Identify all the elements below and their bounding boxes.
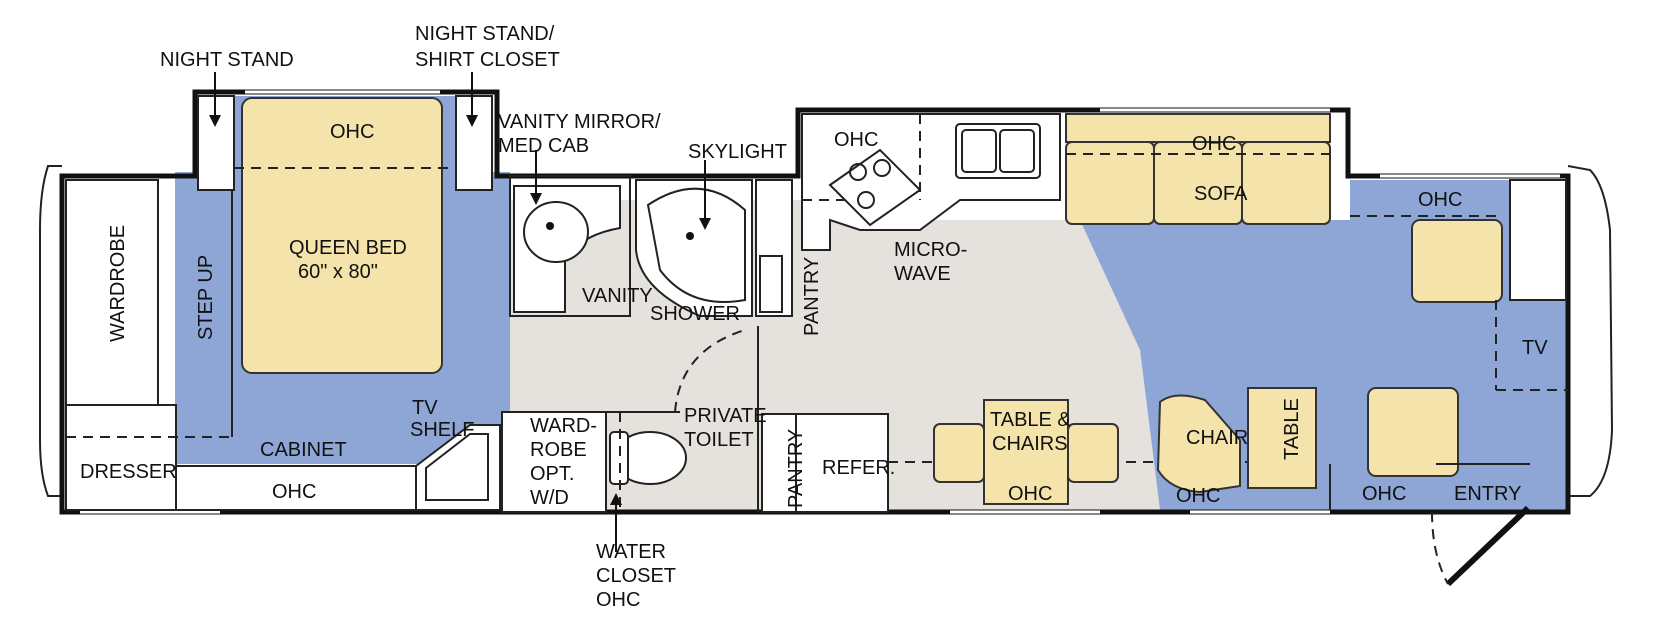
kitchen-ohc-label: OHC [834,129,878,151]
shower [635,179,753,317]
dining-chair [933,423,985,483]
refer-label: REFER. [822,457,895,479]
stove [828,148,922,227]
bath-wall [509,175,631,317]
vanity-mirror-label-2: MED CAB [498,135,589,157]
table-chairs-label-1: TABLE & [990,409,1071,431]
sink-basin-left [961,129,997,173]
tv-cabinet [1509,179,1567,301]
front-cap [39,165,62,497]
queen-bed [241,97,443,374]
table-label: TABLE [1281,398,1303,460]
sofa-label: SOFA [1194,183,1248,205]
sofa-back [1065,113,1331,143]
burner [857,191,875,209]
burner [873,159,891,177]
wardrobe [65,179,159,406]
skylight-label: SKYLIGHT [688,141,787,163]
water-closet-label-2: CLOSET [596,565,676,587]
night-stand-shirt-label-1: NIGHT STAND/ [415,23,555,45]
sink-basin-right [999,129,1035,173]
wardrobe-opt-label-3: OPT. [530,463,574,485]
lower-pantry-label: PANTRY [785,429,807,508]
sofa-cushion [1241,141,1331,225]
outer-wall [59,89,1571,515]
upper-pantry [755,179,793,317]
private-toilet-label-2: TOILET [684,429,754,451]
dining-chair [1067,423,1119,483]
step-up-label: STEP UP [195,255,217,340]
water-closet-label-1: WATER [596,541,666,563]
bed-ohc-label: OHC [330,121,374,143]
microwave-label-1: MICRO- [894,239,967,261]
vanity-mirror-arrowhead [530,193,542,205]
side-table [1247,387,1317,489]
entry-door-swing [1431,511,1449,585]
sink-drain [546,222,554,230]
chair-label: CHAIR [1186,427,1248,449]
water-closet-arrowhead [610,493,622,505]
tv-shelf-label-2: SHELF [410,419,474,441]
wardrobe-opt-label-1: WARD- [530,415,597,437]
skylight-arrowhead [699,218,711,230]
cabinet-label: CABINET [260,439,347,461]
tv-shelf [415,424,501,511]
recliner-rear [1411,219,1503,303]
shower-tray [646,187,746,303]
wardrobe-opt-label-2: ROBE [530,439,587,461]
night-stand-arrowhead [209,115,221,127]
wardrobe-opt-label-4: W/D [530,487,569,509]
shower-label: SHOWER [650,303,740,325]
vanity-sink [523,201,589,263]
toilet-door-swing [674,329,746,413]
upper-pantry-inner [759,255,783,313]
queen-bed-label-2: 60" x 80" [298,261,378,283]
toilet-tank [609,431,629,485]
queen-bed-label-1: QUEEN BED [289,237,407,259]
shower-drain [686,232,694,240]
vanity-label: VANITY [582,285,653,307]
chair [1156,394,1241,494]
chair-ohc-label: OHC [1176,485,1220,507]
wardrobe-label: WARDROBE [107,225,129,342]
night-stand-label: NIGHT STAND [160,49,294,71]
private-toilet-label-1: PRIVATE [684,405,767,427]
night-stand-shirt-arrowhead [466,115,478,127]
night-stand-shirt-closet [455,95,493,191]
microwave-label-2: WAVE [894,263,951,285]
sofa-ohc-label: OHC [1192,133,1236,155]
entry-label: ENTRY [1454,483,1521,505]
recliner-front [1367,387,1459,477]
water-closet-label-3: OHC [596,589,640,611]
vanity-mirror-label-1: VANITY MIRROR/ [498,111,661,133]
wardrobe-opt [501,411,607,513]
burner [849,163,867,181]
night-stand-shirt-label-2: SHIRT CLOSET [415,49,560,71]
dresser-label: DRESSER [80,461,177,483]
kitchen-sink [955,123,1041,179]
dresser [65,404,177,511]
tv-shelf-label-1: TV [412,397,438,419]
tv-label: TV [1522,337,1548,359]
tv-shelf-inner [425,433,489,501]
table-chairs-label-2: CHAIRS [992,433,1068,455]
right-ohc-label: OHC [1418,189,1462,211]
entry-ohc-label: OHC [1362,483,1406,505]
cabinet-ohc-label: OHC [272,481,316,503]
upper-pantry-label: PANTRY [801,257,823,336]
table-ohc-label: OHC [1008,483,1052,505]
rear-cap [1567,165,1614,497]
entry-door [1445,505,1531,587]
